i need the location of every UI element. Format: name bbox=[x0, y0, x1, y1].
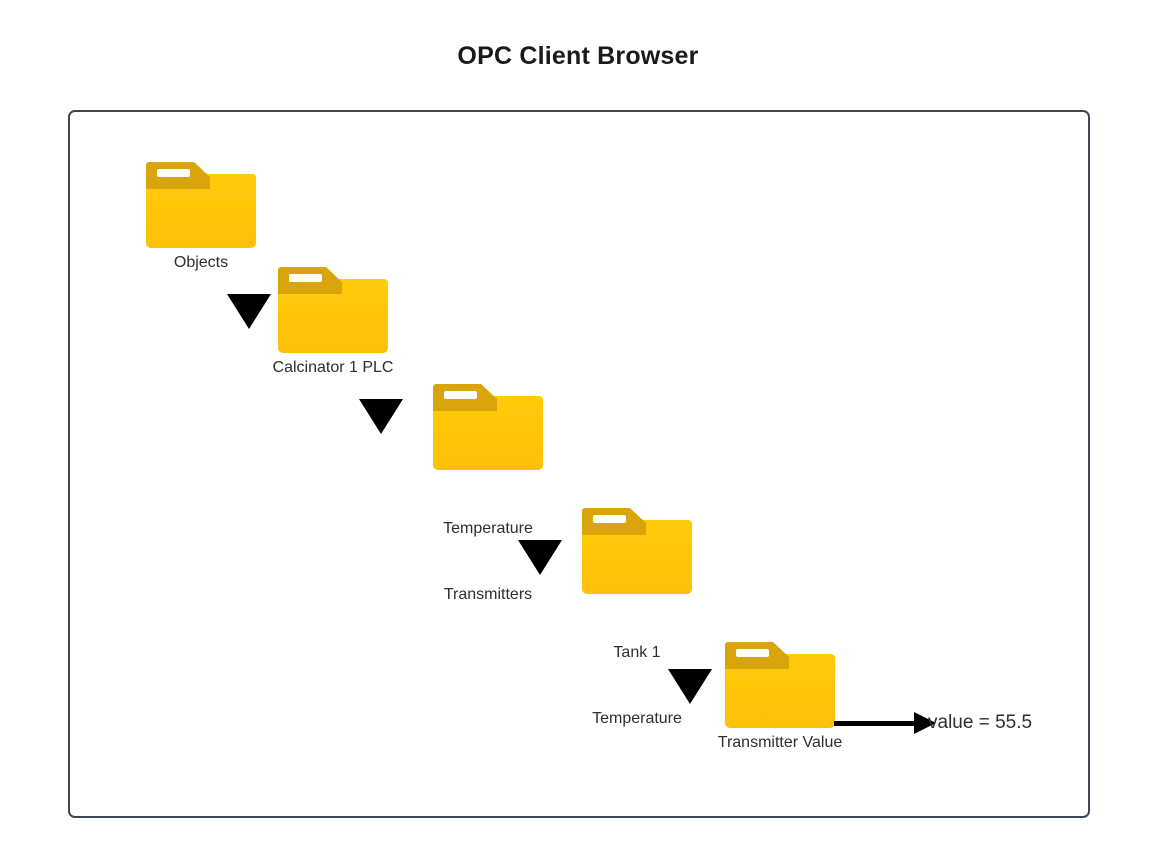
node-label-tank-1-temperature: Tank 1 Temperature bbox=[592, 598, 682, 774]
down-arrow-icon-2 bbox=[359, 399, 403, 434]
down-arrow-icon-1 bbox=[227, 294, 271, 329]
node-label-temperature-transmitters: Temperature Transmitters bbox=[443, 474, 533, 650]
value-readout-text: value = 55.5 bbox=[928, 712, 1033, 733]
folder-tab-stripe bbox=[593, 515, 626, 523]
value-arrow-line bbox=[834, 721, 916, 726]
folder-icon[interactable] bbox=[278, 267, 388, 353]
folder-tab-stripe bbox=[289, 274, 322, 282]
node-transmitter-value[interactable]: Transmitter Value bbox=[718, 642, 842, 751]
node-label-calcinator-1-plc: Calcinator 1 PLC bbox=[272, 359, 394, 376]
value-arrow-head-icon bbox=[914, 712, 936, 734]
node-calcinator-1-plc[interactable]: Calcinator 1 PLC bbox=[273, 267, 393, 376]
down-arrow-icon-4 bbox=[668, 669, 712, 704]
node-tank-1-temperature[interactable]: Tank 1 Temperature bbox=[582, 508, 692, 727]
node-label-line-1: Tank 1 bbox=[613, 644, 661, 661]
down-arrow-icon-3 bbox=[518, 540, 562, 575]
folder-icon[interactable] bbox=[582, 508, 692, 594]
folder-tab bbox=[433, 384, 497, 411]
node-objects[interactable]: Objects bbox=[146, 162, 256, 271]
folder-tab-stripe bbox=[736, 649, 769, 657]
folder-tab bbox=[146, 162, 210, 189]
node-label-line-2: Temperature bbox=[592, 710, 682, 727]
folder-icon[interactable] bbox=[433, 384, 543, 470]
node-label-line-2: Transmitters bbox=[443, 586, 533, 603]
diagram-canvas: Objects Calcinator 1 PLC Temper bbox=[68, 110, 1090, 818]
folder-tab-stripe bbox=[444, 391, 477, 399]
folder-icon[interactable] bbox=[725, 642, 835, 728]
folder-tab-stripe bbox=[157, 169, 190, 177]
node-temperature-transmitters[interactable]: Temperature Transmitters bbox=[433, 384, 543, 603]
page-title: OPC Client Browser bbox=[457, 42, 699, 70]
node-label-line-1: Temperature bbox=[443, 520, 533, 537]
folder-tab bbox=[725, 642, 789, 669]
folder-icon[interactable] bbox=[146, 162, 256, 248]
folder-tab bbox=[582, 508, 646, 535]
folder-tab bbox=[278, 267, 342, 294]
node-label-objects: Objects bbox=[173, 254, 229, 271]
node-label-transmitter-value: Transmitter Value bbox=[717, 734, 843, 751]
